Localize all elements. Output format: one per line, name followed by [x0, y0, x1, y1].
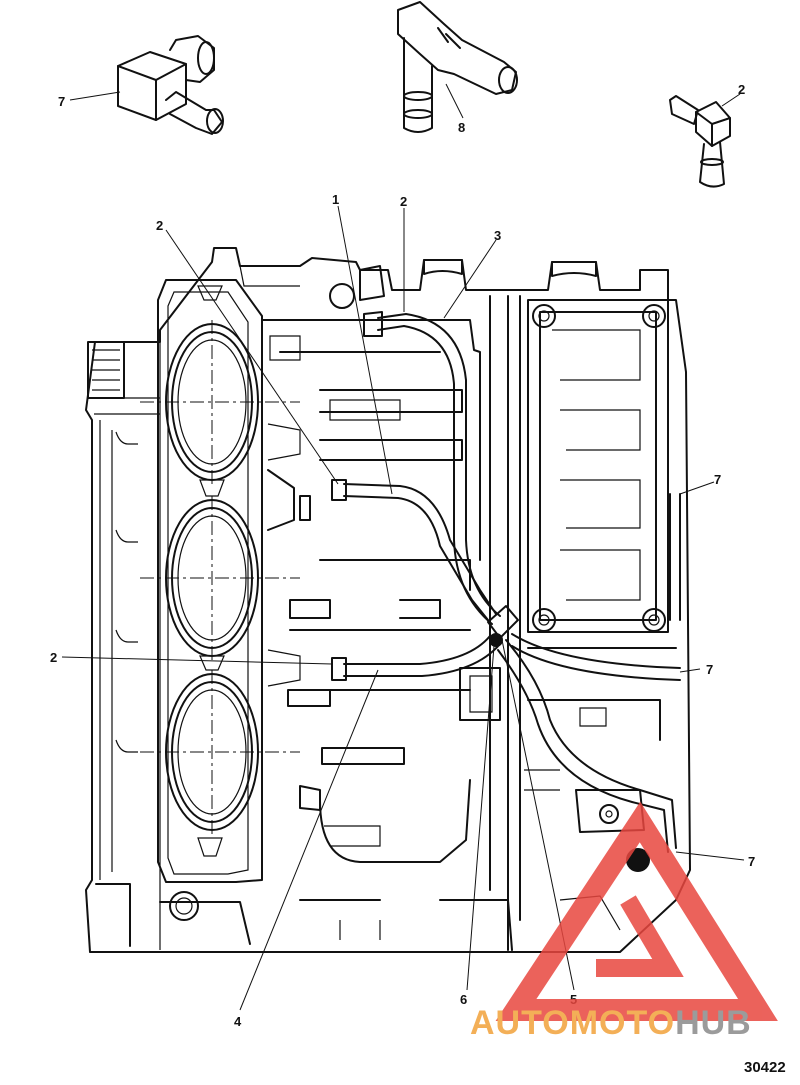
callout-7-mid: 7	[706, 662, 713, 677]
fitting-elbow-cube-left	[117, 35, 224, 135]
callout-3: 3	[494, 228, 501, 243]
hose-fitting-lower	[331, 657, 347, 681]
fitting-tee-center	[397, 1, 518, 133]
callout-7-lower: 7	[748, 854, 755, 869]
hose-routing	[331, 311, 681, 853]
watermark-logo: AUTOMOTOHUB	[470, 801, 778, 1042]
watermark-text-auto: AUTOMOTO	[470, 1004, 675, 1042]
callout-1: 1	[332, 192, 339, 207]
figure-number: 30422	[744, 1059, 786, 1076]
callout-6: 6	[460, 992, 467, 1007]
callout-7-upper: 7	[714, 472, 721, 487]
bolt-set	[532, 304, 666, 872]
callout-fitting-7: 7	[58, 94, 65, 109]
callout-2-left-mid: 2	[50, 650, 57, 665]
callout-4: 4	[234, 1014, 242, 1029]
svg-text:AUTOMOTOHUB: AUTOMOTOHUB	[470, 1004, 752, 1042]
watermark-text-hub: HUB	[675, 1004, 752, 1042]
engine-block	[85, 247, 691, 953]
callout-2-left-upper: 2	[156, 218, 163, 233]
leader-lines	[61, 83, 745, 1011]
hose-fitting-upper	[331, 479, 347, 501]
callout-fitting-8: 8	[458, 120, 465, 135]
callout-fitting-2: 2	[738, 82, 745, 97]
hose-fitting-top	[363, 311, 383, 337]
hose-junction-clamp	[487, 605, 519, 647]
fitting-elbow-right	[669, 95, 731, 188]
callout-2-top: 2	[400, 194, 407, 209]
